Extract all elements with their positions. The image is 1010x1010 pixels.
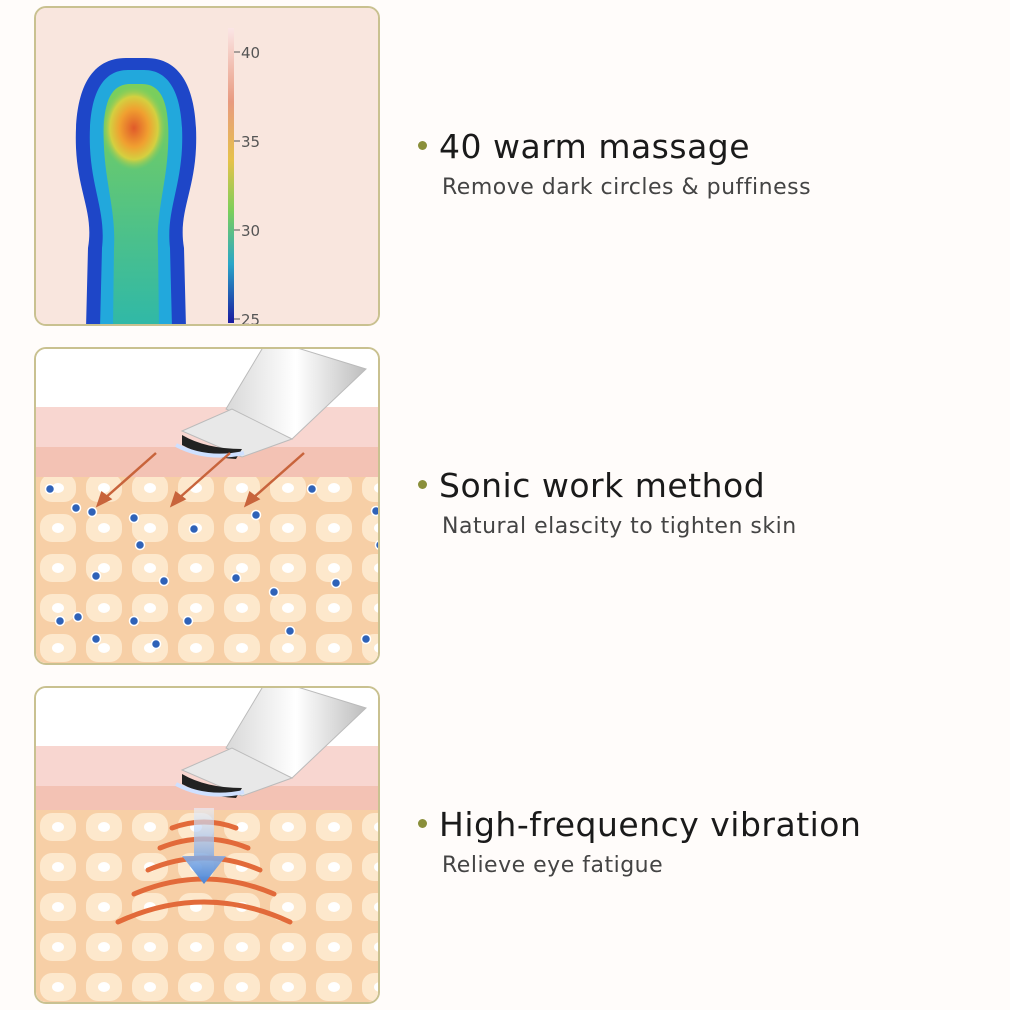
feature-sonic-method: Sonic work method Natural elascity to ti… [418, 469, 797, 538]
feature-title: High-frequency vibration [418, 808, 861, 841]
feature-title: 40 warm massage [418, 130, 811, 163]
vibration-skin-illustration [36, 688, 378, 1002]
massager-device [175, 349, 367, 459]
colorbar-tick-40: 40 [241, 44, 260, 62]
skin-cell-layer [36, 477, 378, 663]
feature-subtitle: Natural elascity to tighten skin [442, 514, 797, 539]
colorbar-tick-35: 35 [241, 133, 260, 151]
feature-title-text: 40 warm massage [439, 127, 751, 166]
feature-subtitle: Remove dark circles & puffiness [442, 175, 812, 200]
bullet-dot-icon [418, 480, 427, 489]
thermal-map-illustration: 40 35 30 25 [36, 8, 378, 326]
feature-title-text: Sonic work method [439, 466, 766, 505]
massager-device [175, 688, 367, 798]
sonic-skin-panel [34, 347, 380, 665]
feature-subtitle: Relieve eye fatigue [442, 853, 664, 878]
penetration-arrows [95, 452, 305, 508]
molecule-dots [44, 483, 378, 650]
feature-high-frequency-vibration: High-frequency vibration Relieve eye fat… [418, 808, 861, 877]
vibration-down-arrow [182, 808, 226, 884]
vibration-skin-panel [34, 686, 380, 1004]
thermal-map-panel: 40 35 30 25 [34, 6, 380, 326]
feature-title-text: High-frequency vibration [439, 805, 862, 844]
colorbar [228, 28, 234, 323]
sonic-skin-illustration [36, 349, 378, 663]
colorbar-tick-25: 25 [241, 311, 260, 326]
feature-warm-massage: 40 warm massage Remove dark circles & pu… [418, 130, 811, 199]
bullet-dot-icon [418, 141, 427, 150]
colorbar-tick-30: 30 [241, 222, 260, 240]
thermal-hotspot [102, 86, 166, 170]
feature-title: Sonic work method [418, 469, 797, 502]
bullet-dot-icon [418, 819, 427, 828]
